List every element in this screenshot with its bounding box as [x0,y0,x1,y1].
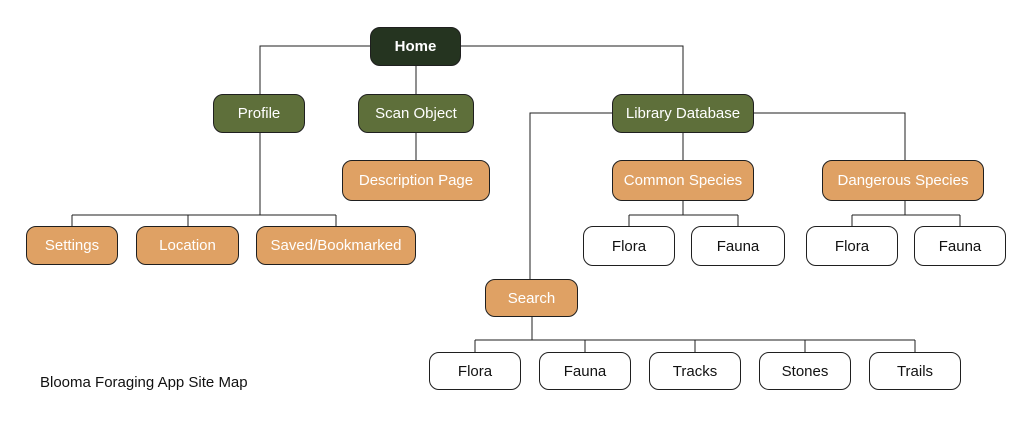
connector-search-children [474,317,916,352]
node-library-database: Library Database [612,94,754,133]
node-home: Home [370,27,461,66]
node-dangerous-flora: Flora [806,226,898,266]
node-settings: Settings [26,226,118,265]
node-search-fauna: Fauna [539,352,631,390]
connector-common-children [628,201,739,226]
node-common-fauna: Fauna [691,226,785,266]
connector-home-children [259,45,684,94]
node-profile: Profile [213,94,305,133]
node-common-species: Common Species [612,160,754,201]
node-common-flora: Flora [583,226,675,266]
node-location: Location [136,226,239,265]
diagram-caption: Blooma Foraging App Site Map [40,374,248,391]
node-search: Search [485,279,578,317]
node-search-tracks: Tracks [649,352,741,390]
node-search-flora: Flora [429,352,521,390]
connector-profile-children [71,133,337,226]
node-search-stones: Stones [759,352,851,390]
node-description-page: Description Page [342,160,490,201]
node-dangerous-species: Dangerous Species [822,160,984,201]
node-dangerous-fauna: Fauna [914,226,1006,266]
connector-dangerous-children [851,201,961,226]
node-search-trails: Trails [869,352,961,390]
node-saved-bookmarked: Saved/Bookmarked [256,226,416,265]
connector-library-children [529,112,906,279]
node-scan-object: Scan Object [358,94,474,133]
